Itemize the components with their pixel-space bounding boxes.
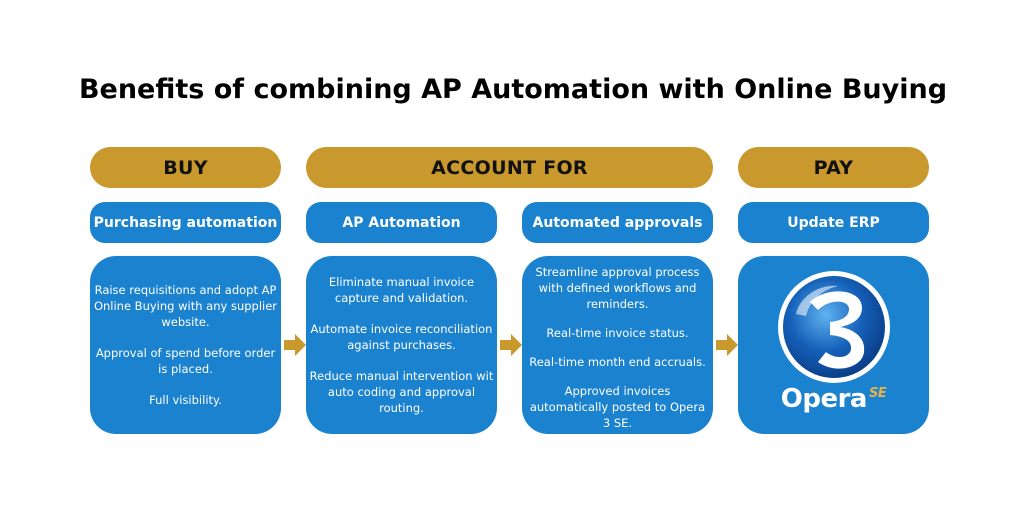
arrow-right-icon <box>716 334 738 356</box>
step-description: Real-time invoice status. <box>546 325 689 340</box>
stage-pay: PAY <box>738 147 929 188</box>
step-heading-ap-automation: AP Automation <box>306 202 497 243</box>
step-description: Automate invoice reconciliation against … <box>310 322 493 352</box>
step-description: Approved invoices automatically posted t… <box>529 383 706 430</box>
step-heading-purchasing-automation: Purchasing automation <box>90 202 281 243</box>
page-title: Benefits of combining AP Automation with… <box>78 74 948 105</box>
stage-account-for: ACCOUNT FOR <box>306 147 713 188</box>
stage-buy: BUY <box>90 147 281 188</box>
step-heading-update-erp: Update ERP <box>738 202 929 243</box>
step-description: Real-time month end accruals. <box>529 354 706 369</box>
logo-name: Opera <box>780 384 868 414</box>
step-description: Raise requisitions and adopt AP Online B… <box>93 283 278 329</box>
step-description: Streamline approval process with defined… <box>535 264 700 311</box>
step-description: Full visibility. <box>149 393 222 407</box>
step-heading-automated-approvals: Automated approvals <box>522 202 713 243</box>
arrow-right-icon <box>284 334 306 356</box>
step-card-automated-approvals: Streamline approval process with defined… <box>522 256 713 434</box>
logo-suffix: SE <box>868 386 887 401</box>
step-description: Reduce manual intervention wit auto codi… <box>309 369 494 415</box>
step-card-purchasing-automation: Raise requisitions and adopt AP Online B… <box>90 256 281 434</box>
arrow-right-icon <box>500 334 522 356</box>
step-description: Eliminate manual invoice capture and val… <box>328 275 475 305</box>
opera-logo-icon <box>778 271 890 383</box>
step-description: Approval of spend before order is placed… <box>95 346 276 376</box>
step-card-ap-automation: Eliminate manual invoice capture and val… <box>306 256 497 434</box>
